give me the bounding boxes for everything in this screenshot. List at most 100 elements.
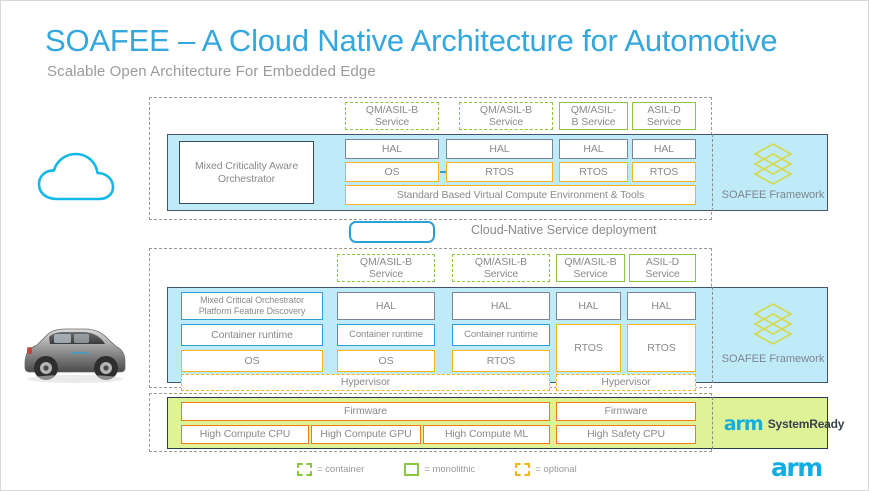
edge-service-2[interactable]: QM/ASIL-B Service <box>556 254 625 282</box>
edge-hal-2-label: HAL <box>578 300 598 312</box>
edge-hal-0-label: HAL <box>376 300 396 312</box>
cloud-os-3-label: RTOS <box>650 166 678 178</box>
cloud-service-3-label: ASIL-D Service <box>647 104 681 129</box>
cloud-hal-3[interactable]: HAL <box>632 139 696 159</box>
cloud-service-0-label: QM/ASIL-B Service <box>366 104 418 129</box>
cloud-hal-1-label: HAL <box>489 143 509 155</box>
cloud-hal-1[interactable]: HAL <box>446 139 553 159</box>
cloud-os-2[interactable]: RTOS <box>559 162 628 182</box>
page-subtitle: Scalable Open Architecture For Embedded … <box>47 63 376 80</box>
cloud-framework-label: SOAFEE Framework <box>713 189 833 201</box>
cloud-base-layer-label: Standard Based Virtual Compute Environme… <box>397 189 644 201</box>
legend-monolithic-label: = monolithic <box>424 464 475 475</box>
edge-container-runtime-2[interactable]: Container runtime <box>452 324 550 346</box>
edge-service-3[interactable]: ASIL-D Service <box>629 254 696 282</box>
legend-container-label: = container <box>317 464 364 475</box>
cloud-service-1-label: QM/ASIL-B Service <box>480 104 532 129</box>
edge-service-1-label: QM/ASIL-B Service <box>475 256 527 281</box>
edge-os-1-label: OS <box>379 355 394 367</box>
arm-wordmark: arm <box>724 413 763 435</box>
cloud-service-3[interactable]: ASIL-D Service <box>632 102 696 130</box>
edge-hypervisor-1-label: Hypervisor <box>601 376 650 388</box>
cloud-orchestrator-box[interactable]: Mixed Criticality Aware Orchestrator <box>179 141 314 204</box>
edge-hal-1-label: HAL <box>491 300 511 312</box>
edge-orchestrator-label: Mixed Critical Orchestrator Platform Fea… <box>199 295 305 316</box>
soafee-diamond-logo-top <box>751 141 795 187</box>
cloud-os-1-label: RTOS <box>485 166 513 178</box>
cloud-service-1[interactable]: QM/ASIL-B Service <box>459 102 553 130</box>
cloud-hal-0-label: HAL <box>382 143 402 155</box>
container-swatch-icon <box>297 463 312 476</box>
edge-framework-label: SOAFEE Framework <box>713 353 833 365</box>
compute-3-label: High Safety CPU <box>587 428 665 440</box>
edge-service-3-label: ASIL-D Service <box>645 256 679 281</box>
edge-rtos-tall-0-label: RTOS <box>574 342 602 354</box>
edge-rtos-tall-1[interactable]: RTOS <box>627 324 696 372</box>
compute-1[interactable]: High Compute GPU <box>311 425 421 444</box>
edge-framework-divider <box>712 287 713 383</box>
compute-0-label: High Compute CPU <box>200 428 291 440</box>
compute-1-label: High Compute GPU <box>320 428 411 440</box>
arm-systemready-badge: arm SystemReady <box>719 398 849 449</box>
compute-3[interactable]: High Safety CPU <box>556 425 696 444</box>
edge-hal-2[interactable]: HAL <box>556 292 621 320</box>
edge-service-1[interactable]: QM/ASIL-B Service <box>452 254 550 282</box>
cloud-hal-2[interactable]: HAL <box>559 139 628 159</box>
edge-hal-3[interactable]: HAL <box>627 292 696 320</box>
cloud-hal-2-label: HAL <box>583 143 603 155</box>
edge-os-0-label: OS <box>245 355 260 367</box>
cloud-service-0[interactable]: QM/ASIL-B Service <box>345 102 439 130</box>
edge-os-0[interactable]: OS <box>181 350 323 372</box>
optional-swatch-icon <box>515 463 530 476</box>
soafee-diamond-logo-bottom <box>751 301 795 347</box>
edge-service-0[interactable]: QM/ASIL-B Service <box>337 254 435 282</box>
legend-optional-label: = optional <box>535 464 576 475</box>
edge-hal-3-label: HAL <box>651 300 671 312</box>
edge-container-runtime-0[interactable]: Container runtime <box>181 324 323 346</box>
legend-item-monolithic: = monolithic <box>404 463 475 476</box>
edge-container-runtime-2-label: Container runtime <box>464 329 538 340</box>
cloud-orchestrator-label: Mixed Criticality Aware Orchestrator <box>195 160 298 185</box>
deployment-caption: Cloud-Native Service deployment <box>471 223 657 237</box>
deployment-pill[interactable] <box>349 221 435 243</box>
edge-hypervisor-0-label: Hypervisor <box>341 376 390 388</box>
compute-0[interactable]: High Compute CPU <box>181 425 309 444</box>
edge-os-2[interactable]: RTOS <box>452 350 550 372</box>
edge-hypervisor-0[interactable]: Hypervisor <box>181 374 550 391</box>
legend-item-container: = container <box>297 463 364 476</box>
cloud-os-3[interactable]: RTOS <box>632 162 696 182</box>
edge-hal-1[interactable]: HAL <box>452 292 550 320</box>
cloud-os-2-label: RTOS <box>579 166 607 178</box>
edge-orchestrator-box[interactable]: Mixed Critical Orchestrator Platform Fea… <box>181 292 323 320</box>
cloud-hal-0[interactable]: HAL <box>345 139 439 159</box>
legend: = container = monolithic = optional <box>297 463 577 476</box>
arm-logo: arm <box>771 453 822 482</box>
cloud-os-1[interactable]: RTOS <box>446 162 553 182</box>
edge-rtos-tall-1-label: RTOS <box>647 342 675 354</box>
edge-hypervisor-1[interactable]: Hypervisor <box>556 374 696 391</box>
cloud-service-2[interactable]: QM/ASIL- B Service <box>559 102 628 130</box>
firmware-1[interactable]: Firmware <box>556 402 696 421</box>
cloud-os-0[interactable]: OS <box>345 162 439 182</box>
cloud-hal-3-label: HAL <box>654 143 674 155</box>
firmware-0-label: Firmware <box>344 405 387 417</box>
cloud-icon <box>35 149 121 205</box>
legend-item-optional: = optional <box>515 463 576 476</box>
edge-os-1[interactable]: OS <box>337 350 435 372</box>
hardware-badge-divider <box>712 397 713 449</box>
cloud-os-0-label: OS <box>385 166 400 178</box>
compute-2-label: High Compute ML <box>445 428 528 440</box>
firmware-0[interactable]: Firmware <box>181 402 550 421</box>
page-title: SOAFEE – A Cloud Native Architecture for… <box>45 23 777 59</box>
compute-2[interactable]: High Compute ML <box>423 425 550 444</box>
cloud-base-layer[interactable]: Standard Based Virtual Compute Environme… <box>345 185 696 205</box>
edge-hal-0[interactable]: HAL <box>337 292 435 320</box>
edge-container-runtime-1-label: Container runtime <box>349 329 423 340</box>
edge-service-0-label: QM/ASIL-B Service <box>360 256 412 281</box>
car-icon <box>13 313 133 387</box>
edge-container-runtime-1[interactable]: Container runtime <box>337 324 435 346</box>
systemready-wordmark: SystemReady <box>768 417 845 431</box>
edge-rtos-tall-0[interactable]: RTOS <box>556 324 621 372</box>
edge-os-2-label: RTOS <box>487 355 515 367</box>
